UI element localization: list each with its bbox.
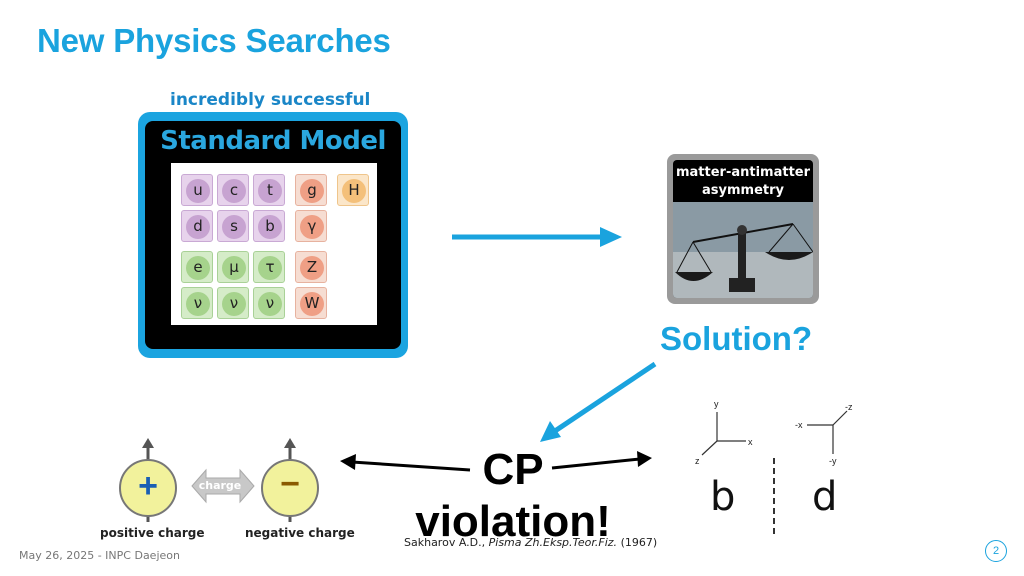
- parity-diagram: [701, 410, 848, 538]
- page-number: 2: [985, 540, 1007, 562]
- particle-symbol: ν: [186, 292, 210, 316]
- z-axis-icon: [701, 440, 718, 456]
- right-x-label: -x: [795, 420, 803, 430]
- particle-cell: e: [181, 251, 213, 283]
- particle-cell: d: [181, 210, 213, 242]
- positive-charge-label: positive charge: [100, 526, 205, 540]
- letter-d: d: [812, 474, 838, 520]
- asymmetry-line2: asymmetry: [702, 183, 784, 198]
- particle-symbol: s: [222, 215, 246, 239]
- asymmetry-image: matter-antimatter asymmetry: [673, 160, 813, 298]
- cp-line2: violation!: [415, 497, 611, 546]
- arrow-head: [637, 451, 652, 467]
- positive-particle-icon: [119, 459, 177, 517]
- standard-model-title: Standard Model: [160, 126, 386, 156]
- particle-symbol: H: [342, 179, 366, 203]
- charge-conjugation-diagram: [119, 438, 319, 522]
- particle-symbol: Z: [300, 256, 324, 280]
- standard-model-inner: Standard Model u c t d s b e μ τ ν ν ν g…: [145, 121, 401, 349]
- particle-symbol: u: [186, 179, 210, 203]
- particle-cell: τ: [253, 251, 285, 283]
- asymmetry-line1: matter-antimatter: [675, 165, 811, 180]
- particle-symbol: t: [258, 179, 282, 203]
- footer-date: May 26, 2025 - INPC Daejeon: [19, 549, 180, 562]
- arrow-head: [540, 421, 561, 442]
- reference-author: Sakharov A.D.,: [404, 536, 486, 549]
- right-y-label: -y: [829, 456, 837, 466]
- negative-particle-icon: [261, 459, 319, 517]
- plus-symbol: +: [138, 467, 158, 505]
- particle-cell: u: [181, 174, 213, 206]
- asymmetry-label: matter-antimatter asymmetry: [673, 164, 813, 200]
- particle-cell: g: [295, 174, 327, 206]
- arrow-head: [600, 227, 622, 247]
- standard-model-panel: Standard Model u c t d s b e μ τ ν ν ν g…: [138, 112, 408, 358]
- asymmetry-panel: matter-antimatter asymmetry: [667, 154, 819, 304]
- minus-symbol: −: [280, 465, 300, 503]
- particle-symbol: c: [222, 179, 246, 203]
- particle-symbol: d: [186, 215, 210, 239]
- charge-arrow-label: charge: [198, 479, 242, 492]
- negative-charge-label: negative charge: [245, 526, 355, 540]
- particle-symbol: ν: [258, 292, 282, 316]
- particle-cell: ν: [253, 287, 285, 319]
- particle-cell: μ: [217, 251, 249, 283]
- particle-cell: ν: [181, 287, 213, 319]
- cp-violation-label: CP violation!: [412, 444, 614, 548]
- particle-cell: W: [295, 287, 327, 319]
- particle-cell: γ: [295, 210, 327, 242]
- particle-cell: s: [217, 210, 249, 242]
- particle-symbol: g: [300, 179, 324, 203]
- letter-b: b: [710, 474, 736, 520]
- double-arrow-icon: [191, 468, 255, 504]
- arrow-cp-to-parity: [551, 457, 641, 470]
- particle-symbol: γ: [300, 215, 324, 239]
- higgs-cell: H: [337, 174, 369, 206]
- arrow-cp-to-charge: [351, 460, 471, 472]
- particle-cell: c: [217, 174, 249, 206]
- particle-symbol: μ: [222, 256, 246, 280]
- particle-cell: Z: [295, 251, 327, 283]
- particle-table: u c t d s b e μ τ ν ν ν g γ Z W H: [171, 163, 377, 325]
- arrow-head: [340, 454, 356, 470]
- particle-symbol: e: [186, 256, 210, 280]
- slide-title: New Physics Searches: [37, 22, 391, 59]
- particle-symbol: ν: [222, 292, 246, 316]
- solution-label: Solution?: [660, 320, 813, 357]
- particle-symbol: b: [258, 215, 282, 239]
- reference-year: (1967): [620, 536, 658, 549]
- particle-symbol: τ: [258, 256, 282, 280]
- standard-model-caption: incredibly successful: [170, 90, 371, 110]
- cp-line1: CP: [482, 445, 544, 494]
- reference-citation: Sakharov A.D., Pisma Zh.Eksp.Teor.Fiz. (…: [404, 536, 657, 549]
- arrow-solution-to-cp: [550, 361, 657, 436]
- reference-journal: Pisma Zh.Eksp.Teor.Fiz.: [488, 536, 618, 549]
- balance-scale-icon: [673, 202, 813, 298]
- particle-symbol: W: [300, 292, 324, 316]
- left-z-label: z: [695, 456, 700, 466]
- particle-cell: ν: [217, 287, 249, 319]
- left-x-label: x: [748, 437, 753, 447]
- neg-z-axis-icon: [832, 410, 848, 426]
- left-y-label: y: [714, 399, 719, 409]
- right-z-label: -z: [845, 402, 853, 412]
- particle-cell: b: [253, 210, 285, 242]
- particle-cell: t: [253, 174, 285, 206]
